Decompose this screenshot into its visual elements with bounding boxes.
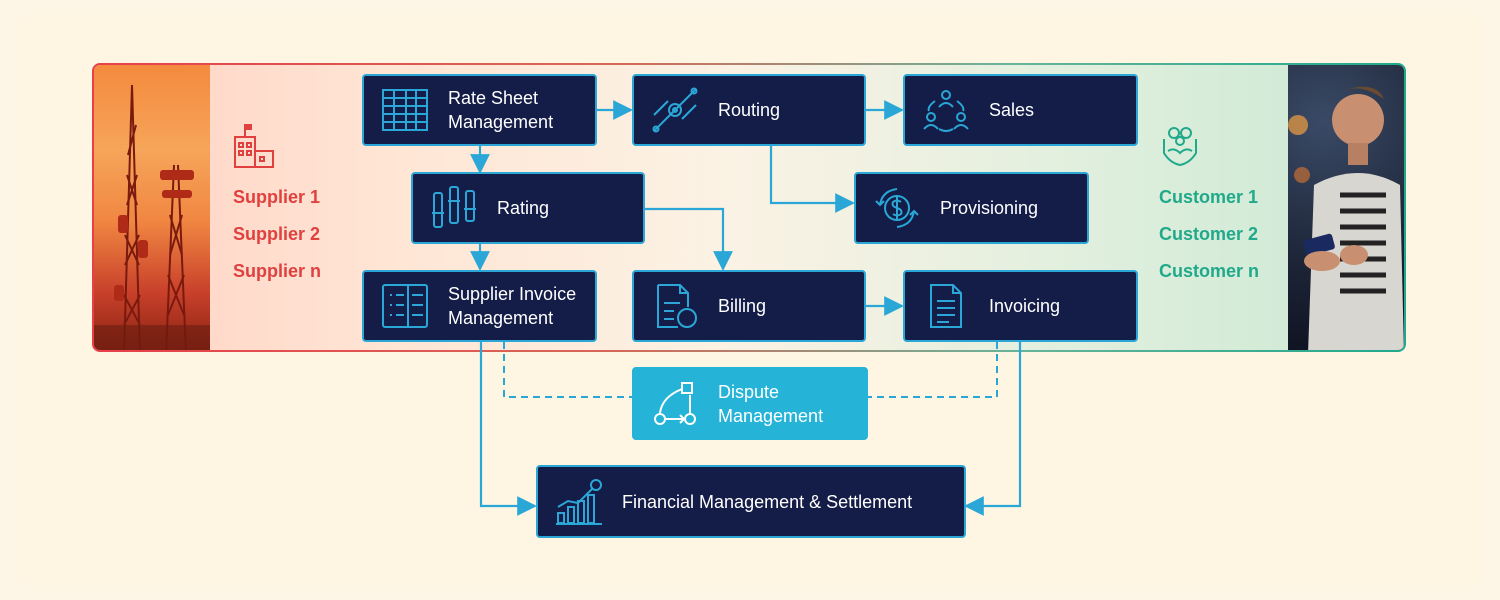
supplier-invoice-label: Supplier Invoice Management xyxy=(448,284,577,328)
rate-sheet-management-node[interactable]: Rate Sheet Management xyxy=(362,74,597,146)
hands-people-icon xyxy=(1163,127,1197,167)
supplier-invoice-management-node[interactable]: Supplier Invoice Management xyxy=(362,270,597,342)
supplier-1-label: Supplier 1 xyxy=(233,187,321,207)
arrow-invoicing-to-financial xyxy=(964,342,1022,516)
customer-1-label: Customer 1 xyxy=(1159,187,1259,207)
telecom-tower-photo xyxy=(94,65,210,350)
customer-n-label: Customer n xyxy=(1159,261,1260,281)
routing-label: Routing xyxy=(718,100,781,120)
supplier-n-label: Supplier n xyxy=(233,261,322,281)
document-coin-icon xyxy=(657,284,697,328)
customer-2-label: Customer 2 xyxy=(1159,224,1259,244)
dispute-management-node[interactable]: Dispute Management xyxy=(632,367,868,440)
workflow-arrows-icon xyxy=(654,381,696,425)
spreadsheet-icon xyxy=(382,89,428,131)
route-network-icon xyxy=(652,87,698,133)
slider-bars-icon xyxy=(432,186,476,228)
financial-management-settlement-node[interactable]: Financial Management & Settlement xyxy=(536,465,966,538)
provisioning-label: Provisioning xyxy=(940,198,1039,218)
dollar-cycle-icon xyxy=(875,188,919,228)
invoicing-label: Invoicing xyxy=(989,296,1061,316)
invoicing-node[interactable]: Invoicing xyxy=(903,270,1138,342)
provisioning-node[interactable]: Provisioning xyxy=(854,172,1089,244)
bar-chart-growth-icon xyxy=(556,478,602,525)
sales-label: Sales xyxy=(989,100,1035,120)
arrow-routing-to-provisioning xyxy=(769,146,855,213)
customer-with-phone-photo xyxy=(1288,65,1404,350)
billing-node[interactable]: Billing xyxy=(632,270,866,342)
dashed-invoicing-to-dispute xyxy=(868,342,998,398)
dispute-label: Dispute Management xyxy=(718,381,824,426)
arrow-supplier-invoice-to-financial xyxy=(479,342,537,516)
billing-label: Billing xyxy=(718,296,767,316)
document-lines-icon xyxy=(930,284,962,328)
rating-node[interactable]: Rating xyxy=(411,172,645,244)
dashed-supplier-invoice-to-dispute xyxy=(503,342,632,398)
arrow-rating-to-billing xyxy=(645,207,733,271)
rate-sheet-label: Rate Sheet Management xyxy=(448,88,554,132)
supplier-2-label: Supplier 2 xyxy=(233,224,321,244)
rating-label: Rating xyxy=(497,198,550,218)
checklist-icon xyxy=(382,284,428,328)
financial-label: Financial Management & Settlement xyxy=(622,491,913,512)
sales-node[interactable]: Sales xyxy=(903,74,1138,146)
building-icon xyxy=(234,124,274,168)
team-network-icon xyxy=(923,90,969,132)
routing-node[interactable]: Routing xyxy=(632,74,866,146)
